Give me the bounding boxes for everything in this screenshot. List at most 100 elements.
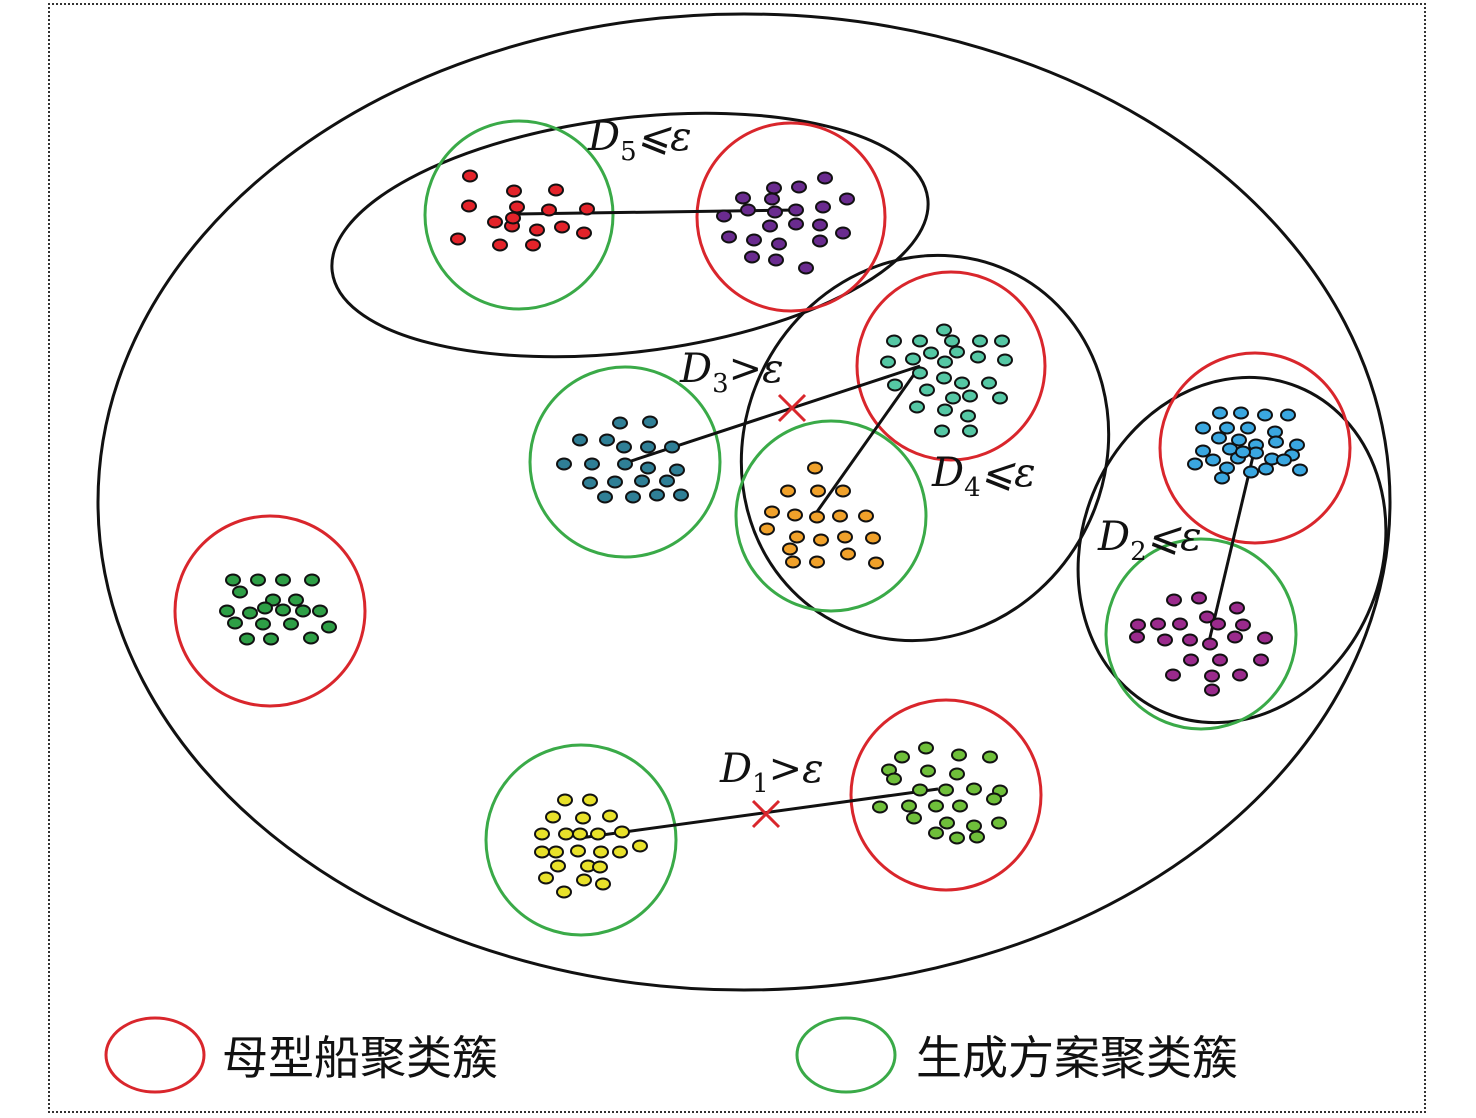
cluster-point: [1243, 465, 1259, 479]
cluster-point: [669, 463, 685, 477]
cluster-point: [880, 355, 896, 369]
cluster-point: [275, 573, 291, 587]
lone-parent-cluster: [173, 514, 367, 708]
cluster-point: [791, 180, 807, 194]
cluster-point: [283, 617, 299, 631]
cluster-point: [1129, 630, 1145, 644]
cluster-point: [288, 593, 304, 607]
cluster-point: [534, 827, 550, 841]
cluster-point: [664, 440, 680, 454]
d3-label: D3>ε: [679, 346, 784, 399]
cluster-point: [872, 800, 888, 814]
cluster-point: [937, 355, 953, 369]
cluster-point: [986, 792, 1002, 806]
cluster-point: [1227, 630, 1243, 644]
cluster-point: [735, 191, 751, 205]
legend-parent-swatch: [104, 1016, 206, 1094]
cluster-point: [952, 799, 968, 813]
cluster-point: [746, 233, 762, 247]
cluster-point: [912, 334, 928, 348]
cluster-point: [1235, 445, 1251, 459]
cluster-point: [919, 383, 935, 397]
cluster-point: [1195, 444, 1211, 458]
cluster-point: [572, 827, 588, 841]
d4-group-ellipse: [739, 253, 1111, 643]
cluster-point: [593, 845, 609, 859]
cluster-point: [304, 573, 320, 587]
cluster-point: [812, 234, 828, 248]
d5-parent-cluster: [695, 121, 887, 313]
cluster-point: [764, 192, 780, 206]
legend: 母型船聚类簇 生成方案聚类簇: [104, 1016, 1238, 1094]
cluster-point: [659, 474, 675, 488]
d2-parent-cluster: [1158, 351, 1352, 545]
cluster-point: [1204, 669, 1220, 683]
cluster-point: [582, 793, 598, 807]
cluster-point: [612, 416, 628, 430]
cluster-point: [590, 827, 606, 841]
cluster-point: [1276, 453, 1292, 467]
cluster-point: [584, 457, 600, 471]
cluster-point: [937, 403, 953, 417]
cluster-point: [1268, 435, 1284, 449]
cluster-point: [782, 542, 798, 556]
cluster-point: [764, 505, 780, 519]
cluster-point: [572, 433, 588, 447]
cluster-point: [263, 632, 279, 646]
cluster-point: [1210, 617, 1226, 631]
cluster-point: [1183, 653, 1199, 667]
d2-distance-line: [1206, 451, 1256, 647]
cluster-point: [1172, 617, 1188, 631]
cluster-point: [579, 202, 595, 216]
cluster-point: [901, 799, 917, 813]
cluster-point: [242, 606, 258, 620]
cluster-point: [1130, 618, 1146, 632]
cluster-point: [1166, 593, 1182, 607]
cluster-point: [807, 461, 823, 475]
cluster-point: [887, 378, 903, 392]
cluster-point: [939, 816, 955, 830]
d3-cross-icon: [777, 393, 807, 423]
cluster-point: [612, 845, 628, 859]
cluster-point: [721, 230, 737, 244]
cluster-point: [592, 860, 608, 874]
d1-parent-cluster: [849, 698, 1043, 892]
cluster-point: [550, 859, 566, 873]
cluster-point: [312, 604, 328, 618]
cluster-point: [966, 782, 982, 796]
cluster-point: [640, 440, 656, 454]
cluster-point: [936, 323, 952, 337]
cluster-point: [1257, 631, 1273, 645]
cluster-point: [1165, 668, 1181, 682]
cluster-point: [509, 200, 525, 214]
cluster-point: [810, 484, 826, 498]
cluster-point: [813, 533, 829, 547]
d3-generated-cluster: [528, 365, 722, 559]
cluster-point: [923, 346, 939, 360]
cluster-point: [912, 783, 928, 797]
cluster-point: [673, 488, 689, 502]
cluster-point: [906, 811, 922, 825]
d1-generated-cluster: [484, 743, 678, 937]
cluster-point: [1232, 668, 1248, 682]
cluster-point: [840, 547, 856, 561]
cluster-point: [1257, 408, 1273, 422]
cluster-point: [1258, 462, 1274, 476]
cluster-point: [607, 475, 623, 489]
cluster-point: [991, 816, 1007, 830]
d1-label: D1>ε: [719, 746, 824, 799]
cluster-point: [962, 389, 978, 403]
cluster-point: [894, 750, 910, 764]
cluster-point: [597, 490, 613, 504]
cluster-point: [886, 334, 902, 348]
cluster-point: [787, 508, 803, 522]
cluster-point: [949, 345, 965, 359]
cluster-point: [762, 219, 778, 233]
d5-group-ellipse: [330, 111, 930, 359]
cluster-point: [767, 205, 783, 219]
cluster-point: [972, 334, 988, 348]
cluster-point: [255, 617, 271, 631]
cluster-point: [868, 556, 884, 570]
cluster-point: [962, 424, 978, 438]
